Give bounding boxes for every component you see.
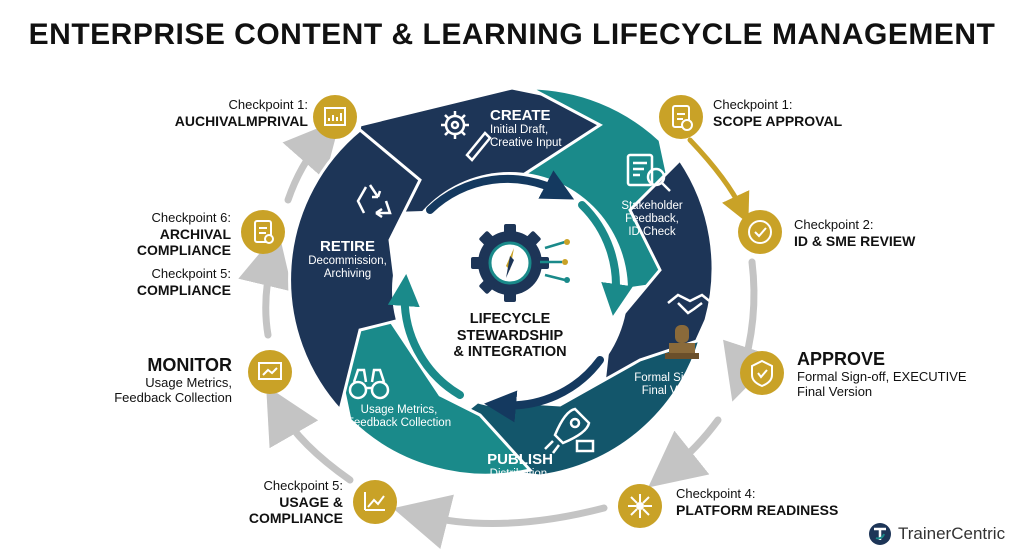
checkpoint-6-archival: Checkpoint 6: ARCHIVAL COMPLIANCE [110, 210, 232, 259]
checkpoint-platform-readiness: Checkpoint 4: PLATFORM READINESS [676, 486, 839, 518]
checkpoint-usage-compliance: Checkpoint 5: USAGE & COMPLIANCE [200, 478, 344, 527]
approve-sub2: Final Version [797, 383, 873, 399]
outer-gray-arrows [238, 118, 777, 549]
checkpoint-top-left: Checkpoint 1: AUCHIVALMPRIVAL [140, 97, 309, 129]
rocket-icon [544, 407, 595, 454]
badge-platform [618, 484, 662, 528]
publish-sub2: Platform Launch [478, 481, 562, 494]
approve-inner-sub2: Final Version [641, 385, 709, 398]
badge-archival [241, 210, 285, 254]
create-sub1: Initial Draft, [490, 124, 549, 137]
checkpoint-5-name: COMPLIANCE [136, 281, 231, 298]
brand-name: TrainerCentric [898, 524, 1006, 543]
inner-cycle-arrows [387, 170, 633, 423]
gear-pencil-icon [441, 111, 492, 162]
checkpoint-top-left-name: AUCHIVALMPRIVAL [174, 112, 308, 129]
handshake-icon [667, 293, 713, 315]
checkpoint-5-compliance: Checkpoint 5: COMPLIANCE [110, 266, 232, 298]
monitor-inner-sub2: Feedback Collection [346, 417, 452, 430]
gold-connector-arrow [687, 137, 750, 224]
review-stage-label: Stakeholder Feedback, ID Check [607, 200, 697, 240]
checkpoint-id-number: Checkpoint 2: [794, 217, 874, 232]
checkpoint-5-number: Checkpoint 5: [151, 266, 232, 281]
checkpoint-usage-name-2: COMPLIANCE [248, 510, 343, 527]
document-search-icon [626, 153, 671, 192]
checkpoint-id-name: ID & SME REVIEW [794, 232, 916, 249]
monitor-sub2: Feedback Collection [114, 389, 232, 405]
review-sub1: Stakeholder [621, 200, 683, 212]
approve-inner-label: Formal Sign-off, Final Version [630, 372, 720, 398]
checkpoint-platform-name: PLATFORM READINESS [676, 501, 839, 518]
checkpoint-scope-number: Checkpoint 1: [713, 97, 793, 112]
checkpoint-6-name-2: COMPLIANCE [136, 242, 231, 259]
segment-retire [288, 128, 422, 414]
review-sub3: ID Check [628, 226, 676, 239]
gear-compass-icon [471, 224, 570, 302]
create-sub2: Creative Input [490, 137, 562, 150]
badge-usage [353, 480, 397, 524]
checkpoint-usage-name-1: USAGE & [279, 493, 343, 510]
center-line-2: STEWARDSHIP [456, 327, 564, 344]
badge-scope [659, 95, 703, 139]
retire-title: RETIRE [319, 238, 375, 255]
monitor-title: MONITOR [147, 355, 232, 375]
monitor-stage: MONITOR Usage Metrics, Feedback Collecti… [80, 355, 232, 406]
monitor-sub1: Usage Metrics, [145, 374, 232, 390]
review-sub2: Feedback, [625, 213, 679, 226]
pinwheel-segments [288, 86, 715, 478]
badge-id-review [738, 210, 782, 254]
center-label: LIFECYCLE STEWARDSHIP & INTEGRATION [430, 311, 590, 361]
publish-stage-label: PUBLISH Distribution, Platform Launch [455, 451, 585, 495]
monitor-inner-label: Usage Metrics, Feedback Collection [340, 404, 458, 430]
badge-approve [740, 351, 784, 395]
publish-sub1: Distribution, [489, 468, 551, 481]
checkpoint-platform-number: Checkpoint 4: [676, 486, 756, 501]
checkpoint-id-review: Checkpoint 2: ID & SME REVIEW [794, 217, 916, 249]
publish-title: PUBLISH [487, 451, 553, 468]
checkpoint-6-name-1: ARCHIVAL [159, 225, 231, 242]
approve-stage: APPROVE Formal Sign-off, EXECUTIVE Final… [797, 349, 967, 400]
checkpoint-6-number: Checkpoint 6: [151, 210, 232, 225]
rubber-stamp-icon [665, 325, 699, 359]
binoculars-icon [348, 368, 390, 400]
retire-sub2: Archiving [323, 268, 372, 281]
center-line-3: & INTEGRATION [453, 344, 567, 361]
checkpoint-usage-number: Checkpoint 5: [263, 478, 344, 493]
checkpoint-scope-name: SCOPE APPROVAL [713, 112, 843, 129]
monitor-inner-sub1: Usage Metrics, [360, 404, 438, 416]
approve-inner-sub1: Formal Sign-off, [634, 372, 716, 384]
page-title: ENTERPRISE CONTENT & LEARNING LIFECYCLE … [28, 18, 996, 51]
retire-sub1: Decommission, [308, 255, 387, 268]
badge-top-left [313, 95, 357, 139]
retire-stage-label: RETIRE Decommission, Archiving [300, 238, 395, 282]
create-stage-label: CREATE Initial Draft, Creative Input [490, 107, 562, 151]
checkpoint-scope-approval: Checkpoint 1: SCOPE APPROVAL [713, 97, 843, 129]
approve-title: APPROVE [797, 349, 886, 369]
approve-sub1: Formal Sign-off, EXECUTIVE [797, 368, 967, 384]
badge-monitor [248, 350, 292, 394]
checkpoint-top-left-number: Checkpoint 1: [228, 97, 309, 112]
brand: TrainerCentric [868, 521, 1005, 547]
trainercentric-logo-icon [869, 523, 891, 545]
create-title: CREATE [490, 107, 551, 124]
recycle-icon [356, 184, 392, 219]
center-line-1: LIFECYCLE [469, 311, 551, 327]
checkpoint-badges [241, 95, 784, 528]
